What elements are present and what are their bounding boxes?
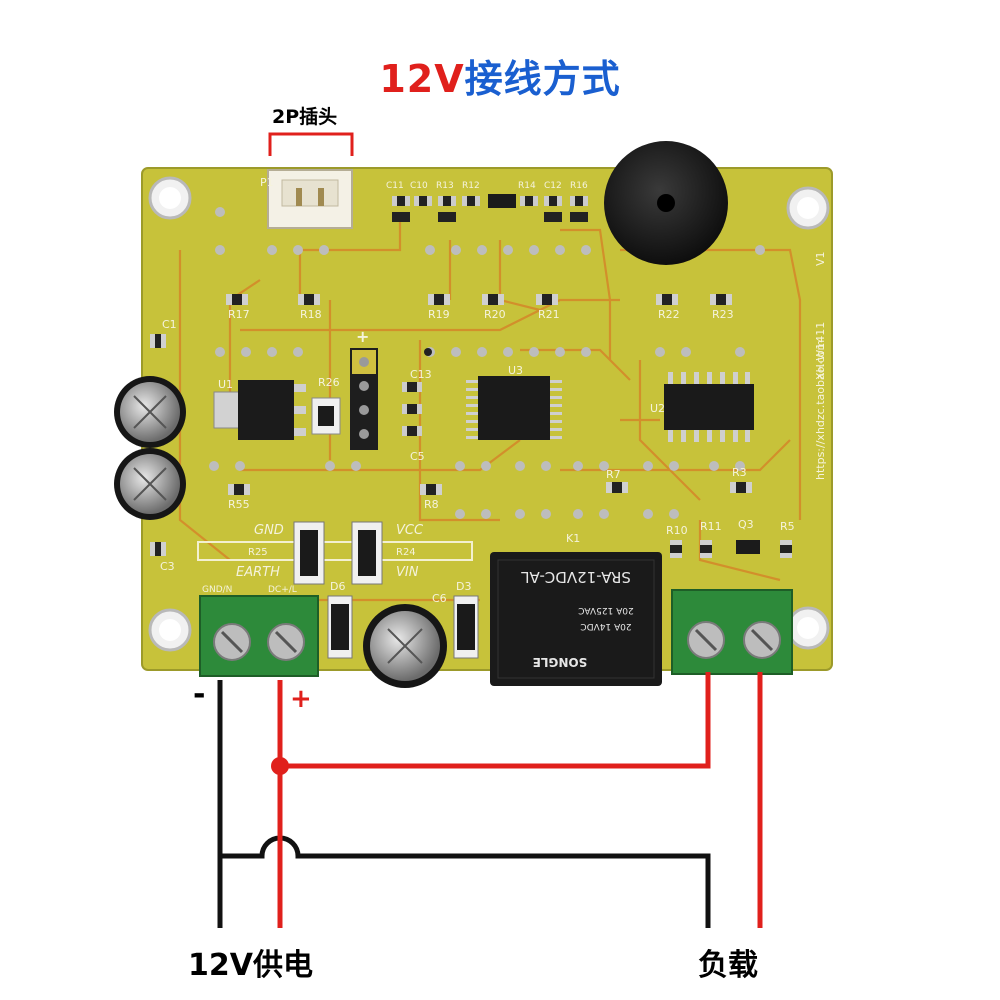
label-12v-supply: 12V供电: [188, 948, 313, 983]
silk-c11: C11: [386, 181, 404, 191]
silk-r16: R16: [570, 181, 588, 191]
silk-r23: R23: [712, 308, 734, 321]
silk-d3: D3: [456, 580, 471, 593]
silk-r12: R12: [462, 181, 480, 191]
silk-r5: R5: [780, 520, 795, 533]
electrolytic-caps: [114, 376, 447, 688]
silk-r25: R25: [248, 547, 268, 558]
junction-dot: [271, 757, 289, 775]
silk-r10: R10: [666, 524, 688, 537]
silk-r55: R55: [228, 498, 250, 511]
silk-r21: R21: [538, 308, 560, 321]
silk-u1: U1: [218, 378, 233, 391]
silk-r19: R19: [428, 308, 450, 321]
polarity-plus: +: [290, 684, 312, 714]
r26-resistor: [311, 397, 341, 435]
silk-frame: [197, 521, 473, 585]
wires: [217, 672, 763, 928]
u3-ic: [466, 376, 562, 440]
silk-r8: R8: [424, 498, 439, 511]
relay-rating-ac: 20A 125VAC: [578, 605, 634, 615]
title-voltage: 12V: [379, 57, 465, 101]
silk-r11: R11: [700, 520, 722, 533]
silk-vcc: VCC: [396, 523, 424, 538]
pcb-board: R17 R18 R19 R20 R21 R22 R23 R26 U1 U3 U2…: [114, 141, 833, 688]
silk-d6: D6: [330, 580, 345, 593]
silk-c6: C6: [432, 592, 447, 605]
silk-website: https://xhdzc.taobao.com: [814, 340, 827, 480]
silk-earth: EARTH: [236, 565, 280, 580]
silk-r24: R24: [396, 547, 416, 558]
title-text: 接线方式: [464, 57, 621, 101]
silk-c5: C5: [410, 450, 425, 463]
silk-r20: R20: [484, 308, 506, 321]
silk-vin: VIN: [396, 565, 419, 580]
silk-q3: Q3: [738, 518, 754, 531]
silk-r26: R26: [318, 376, 340, 389]
silk-r7: R7: [606, 468, 621, 481]
silk-c12: C12: [544, 181, 562, 191]
relay-brand: SONGLE: [533, 655, 588, 669]
buzzer: [604, 141, 728, 265]
silk-r14: R14: [518, 181, 536, 191]
silk-u2: U2: [650, 402, 665, 415]
u1-regulator: [213, 380, 306, 440]
p1-connector: [267, 169, 353, 229]
plug-label: 2P插头: [272, 106, 338, 128]
relay-rating-dc: 20A 14VDC: [580, 621, 631, 631]
silk-version: V1: [814, 251, 827, 266]
silk-model: XH-W1411: [814, 322, 827, 380]
silk-r22: R22: [658, 308, 680, 321]
silk-c1: C1: [162, 318, 177, 331]
terminal-block-power: [199, 595, 319, 677]
silk-gnd-n: GND/N: [202, 585, 232, 595]
silk-u3: U3: [508, 364, 523, 377]
copper-traces: [178, 220, 802, 602]
pin-header: [350, 348, 378, 450]
mount-holes: [148, 176, 830, 652]
silk-r3: R3: [732, 466, 747, 479]
page-title: 12V接线方式: [0, 48, 1000, 103]
resistor-row: [150, 294, 792, 558]
u2-ic: [664, 372, 754, 442]
silk-c3: C3: [160, 560, 175, 573]
label-load: 负载: [698, 948, 758, 983]
relay-model: SRA-12VDC-AL: [520, 568, 630, 586]
silk-gnd: GND: [254, 523, 284, 538]
silk-r17: R17: [228, 308, 250, 321]
silk-c13: C13: [410, 368, 432, 381]
silk-k1: K1: [566, 532, 580, 545]
silk-c10: C10: [410, 181, 428, 191]
smd-top-row: [392, 194, 588, 222]
silk-dc-l: DC+/L: [268, 585, 297, 595]
silk-p1: P1: [260, 176, 274, 189]
silk-r13: R13: [436, 181, 454, 191]
diodes: [327, 595, 479, 659]
wire-relay-common: [280, 672, 711, 769]
polarity-minus: -: [193, 677, 206, 712]
relay: [490, 552, 662, 686]
silk-plus: +: [356, 327, 369, 346]
terminal-block-load: [671, 589, 793, 675]
wire-load-negative: [220, 835, 711, 928]
silk-r18: R18: [300, 308, 322, 321]
plug-bracket: [268, 132, 354, 156]
